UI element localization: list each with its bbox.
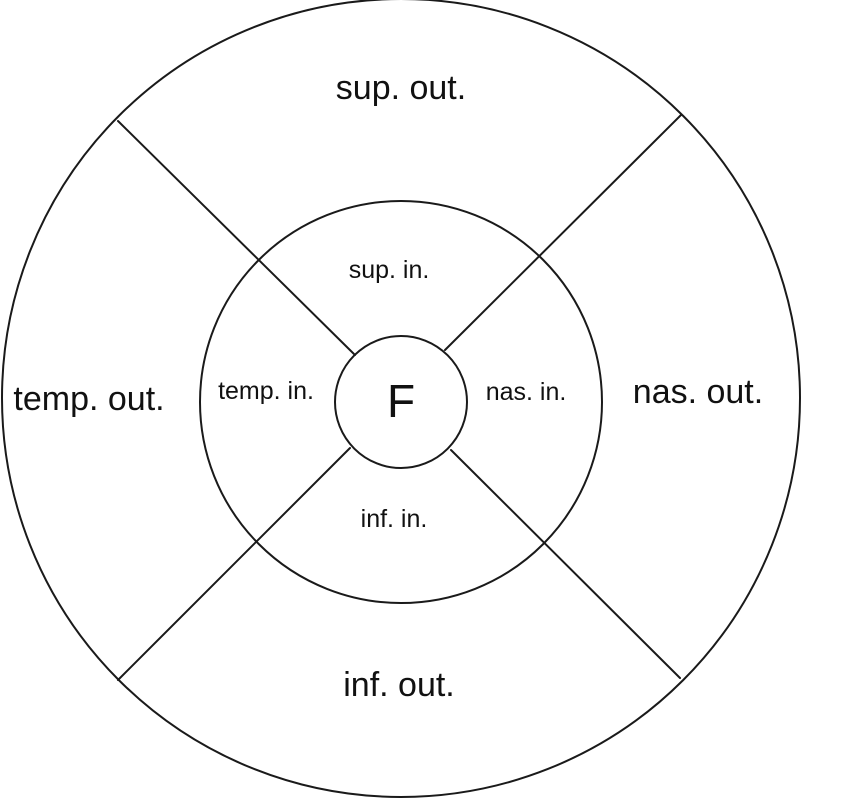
divider-lower-right (450, 449, 681, 679)
label-inferior-outer: inf. out. (343, 666, 455, 704)
divider-lower-left (117, 447, 351, 681)
center-ring (334, 335, 468, 469)
label-nasal-outer: nas. out. (633, 373, 763, 411)
label-temporal-outer: temp. out. (13, 380, 164, 418)
inner-ring (199, 200, 603, 604)
divider-upper-right (444, 114, 682, 351)
label-nasal-inner: nas. in. (486, 378, 567, 406)
outer-ring (1, 0, 801, 798)
label-superior-inner: sup. in. (349, 256, 430, 284)
label-inferior-inner: inf. in. (361, 505, 428, 533)
label-center-fovea: F (387, 375, 415, 427)
divider-upper-left (117, 120, 356, 356)
label-temporal-inner: temp. in. (218, 377, 314, 405)
label-superior-outer: sup. out. (336, 69, 466, 107)
